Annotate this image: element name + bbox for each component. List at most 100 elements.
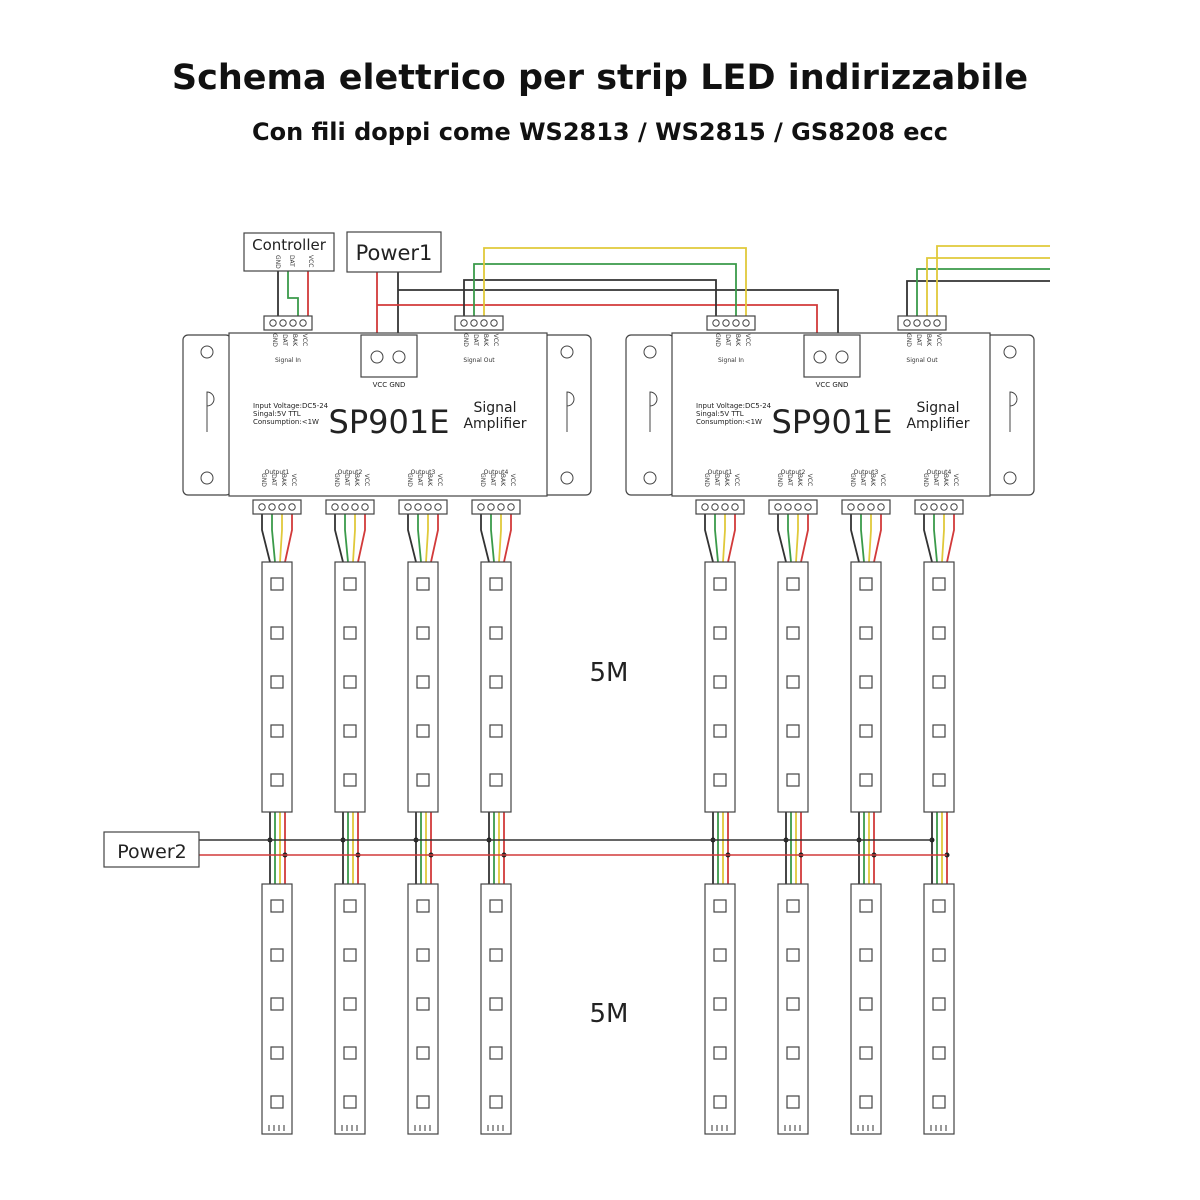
power2-body xyxy=(103,831,200,868)
amplifier-spec: Singal:5V TTL xyxy=(253,410,301,418)
terminal-screw xyxy=(370,350,384,364)
led-chip xyxy=(713,899,727,913)
terminal-screw xyxy=(813,350,827,364)
led-chip xyxy=(859,1095,873,1109)
led-chip xyxy=(859,724,873,738)
controller-pin-label: VCC xyxy=(307,255,314,267)
wire xyxy=(704,514,714,563)
output-pin-label: DAT xyxy=(472,334,479,346)
led-chip xyxy=(786,626,800,640)
led-strip xyxy=(777,561,809,813)
amplifier-name-line2: Amplifier xyxy=(906,416,969,432)
terminal-screw xyxy=(361,503,369,511)
terminal-screw xyxy=(742,319,750,327)
amplifier-model: SP901E xyxy=(772,403,893,441)
wire xyxy=(287,271,299,316)
wire xyxy=(463,279,717,316)
terminal-body xyxy=(263,315,313,331)
wire xyxy=(490,514,495,563)
led-chip xyxy=(343,1046,357,1060)
led-chip xyxy=(859,577,873,591)
terminal-screw xyxy=(933,319,941,327)
output-terminal xyxy=(471,499,521,515)
terminal-screw xyxy=(490,319,498,327)
led-strip xyxy=(261,561,293,813)
led-chip xyxy=(713,997,727,1011)
mount-hole xyxy=(560,345,574,359)
wire xyxy=(483,247,747,316)
led-chip xyxy=(713,577,727,591)
terminal-screw xyxy=(477,503,485,511)
output-pin-label: BAK xyxy=(426,474,433,487)
output-terminal xyxy=(398,499,448,515)
led-chip xyxy=(786,577,800,591)
power2-box: Power2 xyxy=(103,831,200,868)
terminal-body xyxy=(897,315,947,331)
terminal-screw xyxy=(487,503,495,511)
terminal-body xyxy=(768,499,818,515)
signal-in-terminal xyxy=(263,315,313,331)
output-pin-label: BAK xyxy=(280,474,287,487)
amplifier-spec: Input Voltage:DC5-24 xyxy=(696,402,772,410)
output-pin-label: GND xyxy=(776,473,783,487)
led-chip xyxy=(489,577,503,591)
terminal-screw xyxy=(404,503,412,511)
led-strip xyxy=(407,561,439,813)
wire xyxy=(714,514,719,563)
output-pin-label: BAK xyxy=(925,334,932,347)
output-pin-label: VCC xyxy=(935,334,942,346)
amplifier-spec: Consumption:<1W xyxy=(253,418,319,426)
wire xyxy=(352,514,356,563)
led-chip xyxy=(489,773,503,787)
led-chip xyxy=(489,948,503,962)
output-terminal xyxy=(325,499,375,515)
terminal-body xyxy=(914,499,964,515)
controller-label: Controller xyxy=(252,236,327,254)
output-pin-label: VCC xyxy=(492,334,499,346)
led-chip xyxy=(489,724,503,738)
output-pin-label: VCC xyxy=(509,474,516,486)
page-title: Schema elettrico per strip LED indirizza… xyxy=(171,58,1029,98)
led-chip xyxy=(270,773,284,787)
led-chip xyxy=(270,997,284,1011)
terminal-screw xyxy=(341,503,349,511)
power1-label: Power1 xyxy=(356,241,433,265)
wire xyxy=(398,289,839,345)
led-chip xyxy=(270,577,284,591)
led-chip xyxy=(786,899,800,913)
led-chip xyxy=(489,626,503,640)
wire xyxy=(284,514,293,563)
input-pin-label: VCC xyxy=(301,334,308,346)
terminal-body xyxy=(706,315,756,331)
led-chip xyxy=(416,577,430,591)
led-chip xyxy=(932,997,946,1011)
terminal-screw xyxy=(258,503,266,511)
led-chip xyxy=(489,1095,503,1109)
led-chip xyxy=(343,773,357,787)
led-strip xyxy=(704,561,736,813)
led-chip xyxy=(786,1046,800,1060)
terminal-screw xyxy=(414,503,422,511)
led-chip xyxy=(932,675,946,689)
mount-hole xyxy=(1003,471,1017,485)
terminal-screw xyxy=(784,503,792,511)
terminal-screw xyxy=(278,503,286,511)
output-pin-label: DAT xyxy=(270,474,277,486)
output-pin-label: BAK xyxy=(499,474,506,487)
output-terminal xyxy=(252,499,302,515)
output-pin-label: VCC xyxy=(806,474,813,486)
terminal-screw xyxy=(774,503,782,511)
wire xyxy=(261,514,271,563)
wires xyxy=(199,245,1050,884)
led-chip xyxy=(416,948,430,962)
output-pin-label: GND xyxy=(333,473,340,487)
terminal-screw xyxy=(835,350,849,364)
output-pin-label: GND xyxy=(703,473,710,487)
led-chip xyxy=(270,899,284,913)
amplifier-model: SP901E xyxy=(329,403,450,441)
terminal-screw xyxy=(940,503,948,511)
led-chip xyxy=(343,948,357,962)
output-pin-label: GND xyxy=(462,333,469,347)
output-pin-label: DAT xyxy=(859,474,866,486)
input-pin-label: VCC xyxy=(744,334,751,346)
